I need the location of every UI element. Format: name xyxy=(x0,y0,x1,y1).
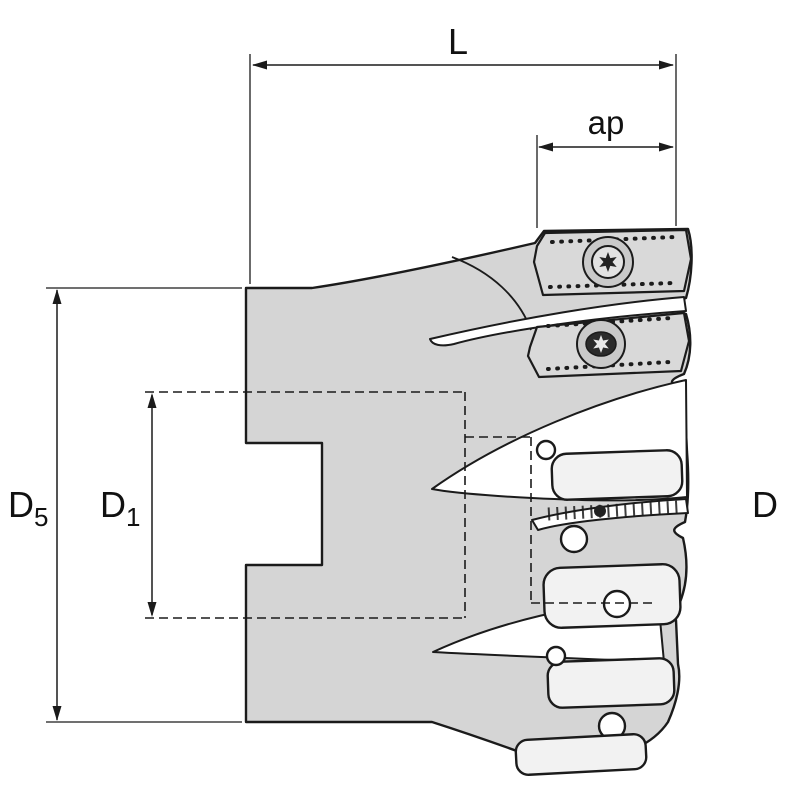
arrowhead-D1-bottom xyxy=(147,602,157,617)
dimension-D1: D1 xyxy=(100,393,157,617)
dimension-label-L: L xyxy=(448,21,468,62)
insert-face-2-serration-top xyxy=(546,316,674,328)
dimension-label-ap: ap xyxy=(588,104,625,141)
insert-face-1 xyxy=(532,228,693,297)
band-screw-dot xyxy=(594,505,606,517)
screw-hole-2 xyxy=(559,524,589,554)
insert-face-2-serration-bottom xyxy=(546,360,672,371)
arrowhead-D5-bottom xyxy=(52,706,62,721)
arrowhead-D5-top xyxy=(52,289,62,304)
serrated-band-body xyxy=(531,498,689,531)
arrowhead-L-left xyxy=(252,60,267,70)
arrowhead-D1-top xyxy=(147,393,157,408)
dimension-label-D5-base: D xyxy=(8,484,34,525)
screw-hole-3 xyxy=(602,589,632,619)
arrowhead-L-right xyxy=(659,60,674,70)
dimension-label-D1: D1 xyxy=(100,484,140,532)
arrowhead-ap-left xyxy=(538,142,553,152)
insert-face-1-serration-top xyxy=(550,235,678,244)
insert-face-2 xyxy=(526,311,691,379)
dimension-label-D1-sub: 1 xyxy=(126,502,140,532)
dimension-ap: ap xyxy=(536,104,674,228)
insert-side-4 xyxy=(514,733,648,776)
dimension-L: L xyxy=(249,21,677,284)
dimension-label-D: D xyxy=(752,484,778,525)
insert-face-1-serration-bottom xyxy=(548,281,676,289)
torx-screw-1 xyxy=(582,236,634,288)
torx-screw-2 xyxy=(576,319,626,369)
screw-hole-1 xyxy=(535,439,557,461)
screw-hole-4 xyxy=(545,645,567,667)
dimension-label-D5-sub: 5 xyxy=(34,502,48,532)
torx-star-icon xyxy=(593,335,609,353)
arrowhead-ap-right xyxy=(659,142,674,152)
insert-side-1 xyxy=(550,449,684,501)
serrated-insert-band xyxy=(531,498,689,531)
dimension-D5: D5 xyxy=(8,287,242,723)
dimension-label-D1-base: D xyxy=(100,484,126,525)
chip-flute-1 xyxy=(429,296,687,347)
dimension-label-D5: D5 xyxy=(8,484,48,532)
torx-star-icon xyxy=(599,252,617,272)
insert-side-3 xyxy=(546,657,676,709)
